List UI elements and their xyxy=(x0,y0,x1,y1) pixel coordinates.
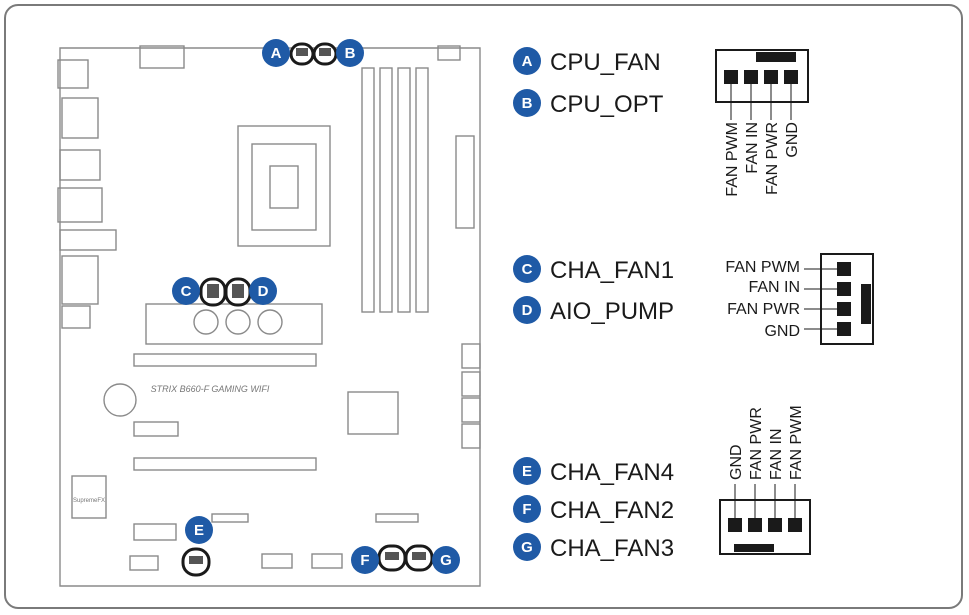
svg-text:A: A xyxy=(271,45,282,62)
legend-item-a: A CPU_FAN xyxy=(513,47,661,76)
diagram-frame xyxy=(4,4,963,609)
legend-label: CHA_FAN4 xyxy=(550,459,674,486)
board-badge-c: C xyxy=(172,277,200,305)
audio-section xyxy=(71,475,107,519)
ram-slots xyxy=(361,67,429,313)
legend-label: CPU_FAN xyxy=(550,49,661,76)
pin-label: FAN IN xyxy=(748,279,800,296)
svg-text:F: F xyxy=(360,552,369,569)
sata-ports xyxy=(461,343,481,449)
pin-label: FAN IN xyxy=(744,122,761,174)
legend-label: CHA_FAN2 xyxy=(550,497,674,524)
svg-text:G: G xyxy=(440,552,452,569)
svg-text:E: E xyxy=(194,522,204,539)
pin-label: FAN PWR xyxy=(727,301,800,318)
pin-label: GND xyxy=(784,122,801,158)
board-badge-b: B xyxy=(336,39,364,67)
legend-item-f: F CHA_FAN2 xyxy=(513,495,674,524)
legend-label: AIO_PUMP xyxy=(550,298,674,325)
board-badge-g: G xyxy=(432,546,460,574)
svg-text:B: B xyxy=(345,45,356,62)
pin-label: FAN PWR xyxy=(764,122,781,195)
board-badge-a: A xyxy=(262,39,290,67)
svg-text:C: C xyxy=(522,261,533,278)
svg-text:G: G xyxy=(521,539,533,556)
header-a xyxy=(289,42,315,66)
pin-label: GND xyxy=(764,323,800,340)
svg-text:B: B xyxy=(522,95,533,112)
pinout-top: FAN PWM FAN IN FAN PWR GND xyxy=(715,49,809,197)
pin-label: FAN PWR xyxy=(748,407,765,480)
header-e xyxy=(181,547,211,577)
motherboard-outline xyxy=(57,45,481,587)
legend-item-d: D AIO_PUMP xyxy=(513,296,674,325)
board-model-text: STRIX B660-F GAMING WIFI xyxy=(151,384,270,394)
board-badge-d: D xyxy=(249,277,277,305)
board-badge-f: F xyxy=(351,546,379,574)
pin-label: FAN PWM xyxy=(725,259,800,276)
legend-item-g: G CHA_FAN3 xyxy=(513,533,674,562)
pin-label: GND xyxy=(728,444,745,480)
m2-heatsink xyxy=(145,303,323,345)
header-d xyxy=(224,277,252,307)
pcie-slots xyxy=(133,353,317,471)
svg-text:D: D xyxy=(258,283,269,300)
legend-item-e: E CHA_FAN4 xyxy=(513,457,674,486)
bottom-headers xyxy=(129,513,419,571)
svg-text:A: A xyxy=(522,53,533,70)
chipset xyxy=(347,391,399,435)
board-audio-text: SupremeFX xyxy=(73,498,105,504)
pin-label: FAN PWM xyxy=(788,405,805,480)
header-f xyxy=(377,544,407,572)
header-b xyxy=(312,42,338,66)
pinout-middle: FAN PWM FAN IN FAN PWR GND xyxy=(725,253,874,345)
legend-label: CHA_FAN3 xyxy=(550,535,674,562)
svg-text:E: E xyxy=(522,463,532,480)
board-badge-e: E xyxy=(185,516,213,544)
cmos-battery xyxy=(103,383,137,417)
atx-power-connector xyxy=(455,135,475,229)
legend-item-b: B CPU_OPT xyxy=(513,89,664,118)
header-g xyxy=(404,544,434,572)
pin-label: FAN IN xyxy=(768,428,785,480)
pin-label: FAN PWM xyxy=(724,122,741,197)
legend-label: CHA_FAN1 xyxy=(550,257,674,284)
svg-text:D: D xyxy=(522,302,533,319)
pinout-bottom: GND FAN PWR FAN IN FAN PWM xyxy=(719,405,811,555)
svg-text:F: F xyxy=(522,501,531,518)
legend-item-c: C CHA_FAN1 xyxy=(513,255,674,284)
legend-label: CPU_OPT xyxy=(550,91,664,118)
svg-text:C: C xyxy=(181,283,192,300)
header-c xyxy=(199,277,227,307)
cpu-socket xyxy=(237,125,331,247)
